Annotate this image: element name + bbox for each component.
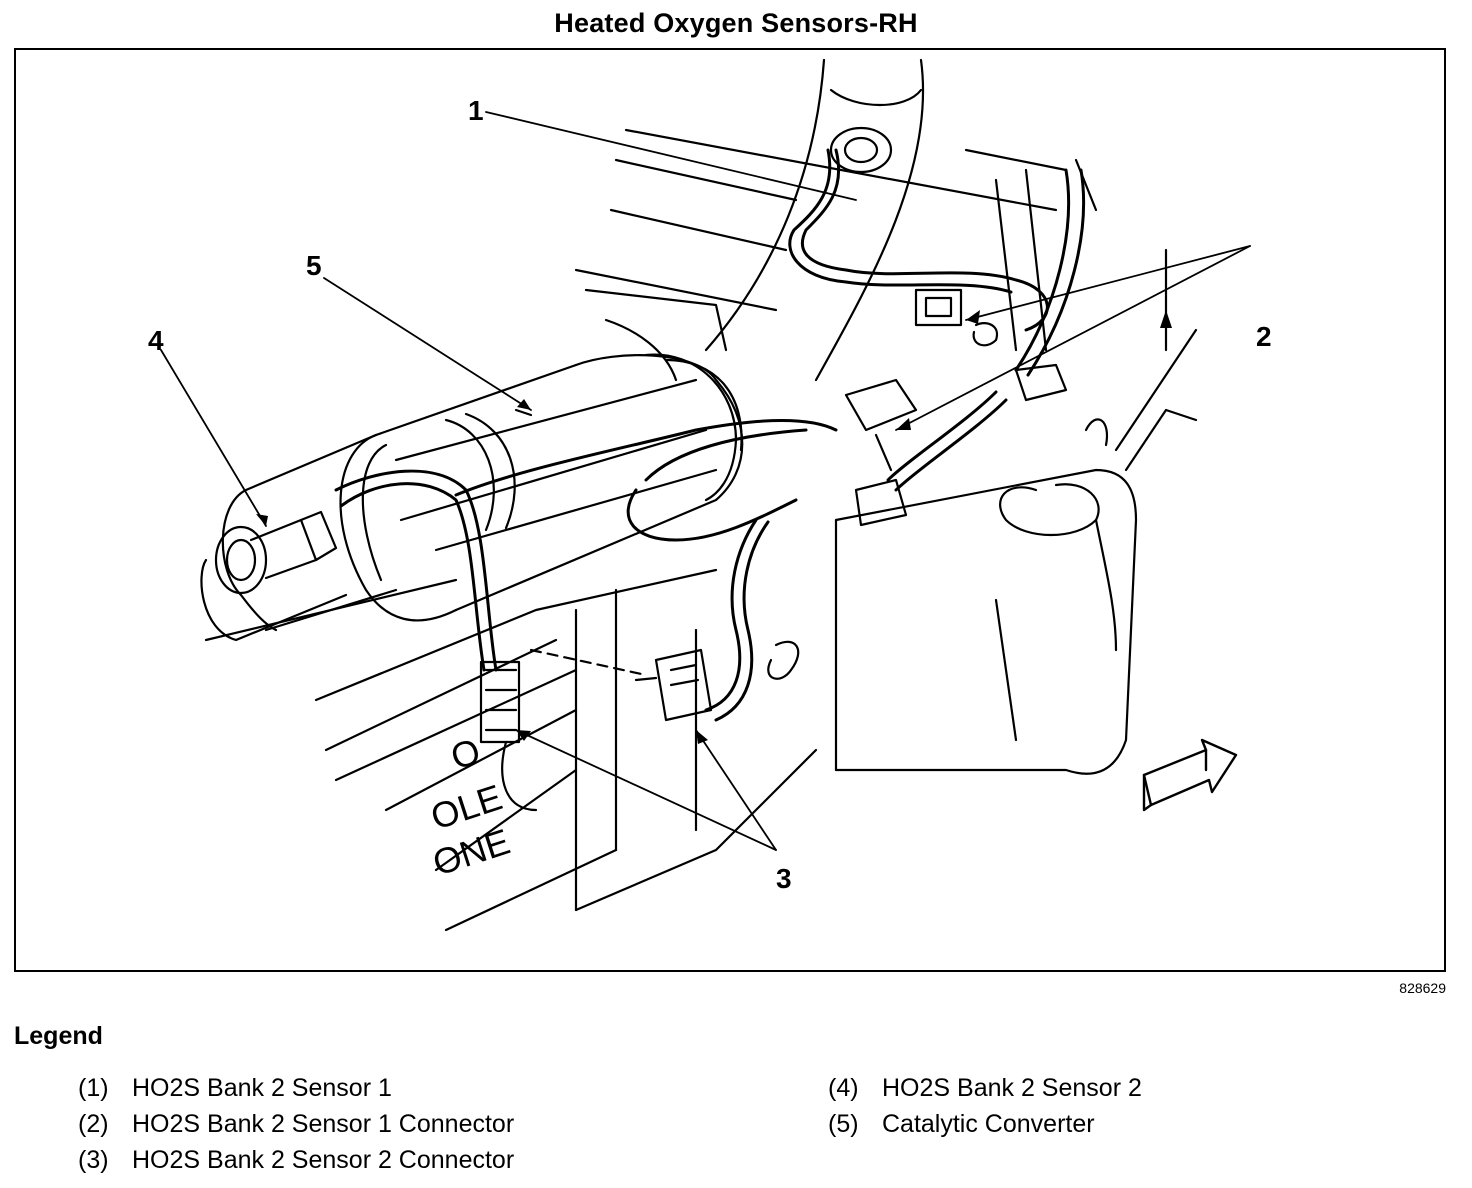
legend-item-text: HO2S Bank 2 Sensor 1: [132, 1074, 392, 1102]
legend-item-4: (4) HO2S Bank 2 Sensor 2: [828, 1074, 1142, 1103]
legend-item-text: HO2S Bank 2 Sensor 2 Connector: [132, 1146, 515, 1174]
forward-direction-arrow: [1142, 738, 1238, 812]
callout-5: 5: [306, 250, 322, 281]
legend-item-3: (3) HO2S Bank 2 Sensor 2 Connector: [78, 1146, 514, 1175]
connector-2-pair: [844, 288, 1068, 527]
leader-4: [160, 349, 267, 527]
figure-number: 828629: [1399, 980, 1446, 996]
legend-item-number: (1): [78, 1074, 109, 1102]
legend-item-number: (4): [828, 1074, 859, 1102]
sensor-1-harness: [788, 148, 1085, 377]
callout-4: 4: [148, 325, 164, 356]
leader-3b: [695, 729, 777, 851]
diagram-illustration: 1 2 3 4 5 O OLE ONE: [14, 48, 1446, 972]
legend-item-number: (3): [78, 1146, 109, 1174]
exhaust-illustration: 1 2 3 4 5 O OLE ONE: [148, 58, 1272, 932]
legend-item-5: (5) Catalytic Converter: [828, 1110, 1095, 1139]
legend-item-text: HO2S Bank 2 Sensor 1 Connector: [132, 1110, 515, 1138]
leader-5: [323, 277, 532, 411]
downstream-pipe: [244, 433, 378, 492]
legend-heading: Legend: [14, 1022, 103, 1050]
upstream-pipe: [704, 58, 826, 352]
sensor-4-body: [214, 510, 338, 595]
crossmember: [834, 468, 1138, 775]
connector-harness: [334, 390, 1008, 722]
leader-2b: [895, 245, 1251, 431]
connector-3-pair: [479, 648, 713, 812]
legend-item-number: (2): [78, 1110, 109, 1138]
vehicle-text-o: O: [446, 730, 485, 778]
catalytic-converter: [339, 353, 744, 622]
callout-1: 1: [468, 95, 484, 126]
legend-item-text: HO2S Bank 2 Sensor 2: [882, 1074, 1142, 1102]
legend-item-number: (5): [828, 1110, 859, 1138]
leader-2a: [965, 245, 1251, 321]
callout-2: 2: [1256, 321, 1272, 352]
leader-1: [485, 111, 857, 201]
legend-item-text: Catalytic Converter: [882, 1110, 1095, 1138]
callout-3: 3: [776, 863, 792, 894]
legend-item-2: (2) HO2S Bank 2 Sensor 1 Connector: [78, 1110, 514, 1139]
diagram-title: Heated Oxygen Sensors-RH: [554, 8, 918, 38]
legend-item-1: (1) HO2S Bank 2 Sensor 1: [78, 1074, 392, 1103]
leader-3a: [515, 729, 777, 851]
